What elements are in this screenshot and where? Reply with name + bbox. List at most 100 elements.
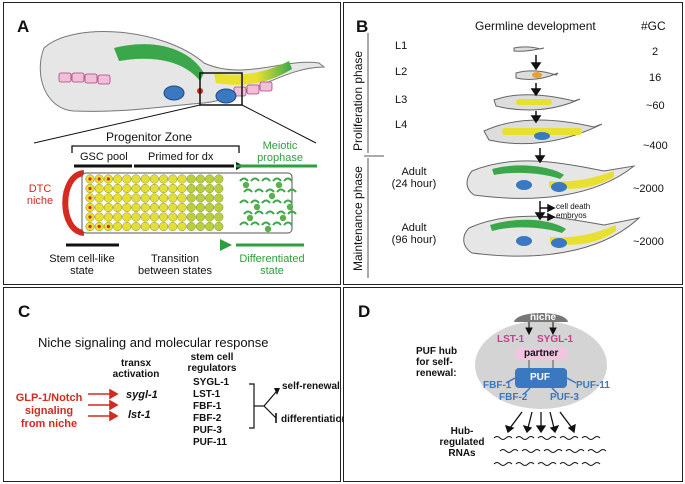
germ-cell bbox=[131, 174, 141, 184]
meiotic-cell bbox=[283, 199, 293, 204]
germ-cell bbox=[177, 174, 187, 184]
gsc-pool-label: GSC pool bbox=[80, 151, 128, 163]
germ-cell bbox=[140, 202, 150, 213]
gonad-lower-arm bbox=[214, 61, 292, 85]
rna-squiggle bbox=[493, 436, 513, 440]
stage-l2: L2 bbox=[395, 66, 408, 78]
germ-cell bbox=[168, 183, 178, 194]
germ-cell bbox=[113, 193, 123, 203]
rna-line2: regulated bbox=[439, 437, 485, 448]
meiotic-cell bbox=[239, 177, 249, 182]
fbf2-label: FBF-2 bbox=[499, 392, 528, 403]
rna-squiggle bbox=[537, 462, 557, 466]
regulator-item: FBF-1 bbox=[193, 401, 222, 412]
embryos-label: embryos bbox=[556, 211, 587, 220]
rna-squiggle bbox=[559, 462, 579, 466]
germ-cell bbox=[177, 202, 187, 213]
adult96-sperm-b bbox=[551, 238, 567, 248]
puf-leg-fbf1 bbox=[505, 377, 516, 384]
meiotic-cell bbox=[283, 177, 293, 182]
germ-cell bbox=[140, 212, 150, 222]
l2-gonad bbox=[532, 72, 542, 78]
meiotic-cell bbox=[265, 210, 275, 215]
panel-d: D niche LST-1 SYGL-1 partner PUF PUF hub… bbox=[343, 287, 683, 482]
niche-cap bbox=[514, 313, 568, 322]
germ-cell bbox=[159, 183, 169, 194]
puf-label: PUF bbox=[530, 372, 550, 383]
rna-squiggle bbox=[493, 462, 513, 466]
panel-d-graphic bbox=[475, 313, 607, 466]
meiotic-cell bbox=[261, 199, 271, 204]
glp-label: GLP-1/Notch signaling from niche bbox=[12, 392, 86, 431]
germ-cell bbox=[131, 202, 141, 213]
gc-l3: ~60 bbox=[646, 100, 665, 112]
germ-cell bbox=[131, 221, 141, 232]
rna-label: Hub- regulated RNAs bbox=[439, 426, 485, 459]
rna-squiggle bbox=[581, 462, 601, 466]
germ-cell bbox=[168, 202, 178, 213]
rna-squiggle bbox=[515, 436, 535, 440]
meiotic-cell bbox=[272, 221, 282, 226]
germ-cell bbox=[122, 221, 132, 232]
stem-state-label: Stem cell-like state bbox=[42, 253, 122, 277]
diff-line2: state bbox=[260, 265, 284, 277]
regulator-item: PUF-11 bbox=[193, 437, 227, 448]
transition-label: Transition between states bbox=[130, 253, 220, 277]
diff-line1: Differentiated bbox=[239, 253, 305, 265]
differentiated-label: Differentiated state bbox=[232, 253, 312, 277]
stem-line1: Stem cell-like bbox=[49, 253, 115, 265]
germ-cell bbox=[159, 212, 169, 222]
germ-cell bbox=[205, 174, 215, 184]
dtc-contact-dot bbox=[106, 177, 110, 181]
meiotic-cell bbox=[243, 188, 253, 193]
meiotic-cell bbox=[239, 221, 249, 226]
progenitor-zone-label: Progenitor Zone bbox=[106, 130, 193, 144]
worm-body bbox=[39, 31, 326, 112]
dtc-line2: niche bbox=[26, 195, 54, 207]
germ-cell bbox=[122, 193, 132, 203]
l3-gonad bbox=[516, 99, 552, 105]
dtc-niche-label: DTC niche bbox=[20, 183, 60, 207]
germ-cell bbox=[103, 183, 113, 194]
meiotic-nucleus bbox=[253, 203, 261, 211]
germ-cell bbox=[131, 212, 141, 222]
germ-cell bbox=[159, 202, 169, 213]
meiotic-cell bbox=[287, 188, 297, 193]
meiotic-cell bbox=[250, 221, 260, 226]
zoom-line-right bbox=[241, 104, 317, 144]
puf11-label: PUF-11 bbox=[576, 380, 610, 391]
hub-label: PUF hub for self- renewal: bbox=[416, 346, 457, 379]
trans-line1: Transition bbox=[151, 253, 199, 265]
meiotic-cell bbox=[250, 177, 260, 182]
zoom-box bbox=[199, 72, 243, 106]
stage-arrows bbox=[530, 55, 556, 222]
regulator-bracket bbox=[249, 383, 255, 429]
regulator-item: SYGL-1 bbox=[193, 377, 230, 388]
germ-cell bbox=[168, 212, 178, 222]
dtc-contact-dot bbox=[88, 224, 92, 229]
glp-line3: from niche bbox=[20, 418, 78, 430]
progenitor-bracket bbox=[71, 145, 240, 153]
stage-l3: L3 bbox=[395, 94, 408, 106]
signal-arrows bbox=[88, 388, 119, 422]
lst1-label: LST-1 bbox=[497, 334, 525, 345]
meiotic-nucleus bbox=[275, 181, 283, 189]
adult96-label: Adult (96 hour) bbox=[384, 222, 444, 246]
germ-cell bbox=[205, 221, 215, 232]
germline-title: Germline development bbox=[475, 19, 596, 33]
sygl1-label: SYGL-1 bbox=[537, 334, 574, 345]
dtc-niche-shape bbox=[62, 170, 85, 236]
meiotic-cell bbox=[243, 210, 253, 215]
gc-header: #GC bbox=[641, 19, 666, 33]
stage-l1: L1 bbox=[395, 40, 408, 52]
panel-b-label: B bbox=[356, 17, 369, 36]
germ-cell bbox=[140, 183, 150, 194]
germ-cell bbox=[149, 212, 159, 222]
cell-death-label: cell death bbox=[556, 202, 591, 211]
gonad-tube bbox=[81, 172, 293, 234]
panel-c-title: Niche signaling and molecular response bbox=[38, 335, 269, 350]
meiotic-nucleus bbox=[242, 181, 250, 189]
prolif-phase-label: Proliferation phase bbox=[351, 50, 365, 151]
panel-c-graphic bbox=[88, 383, 280, 429]
